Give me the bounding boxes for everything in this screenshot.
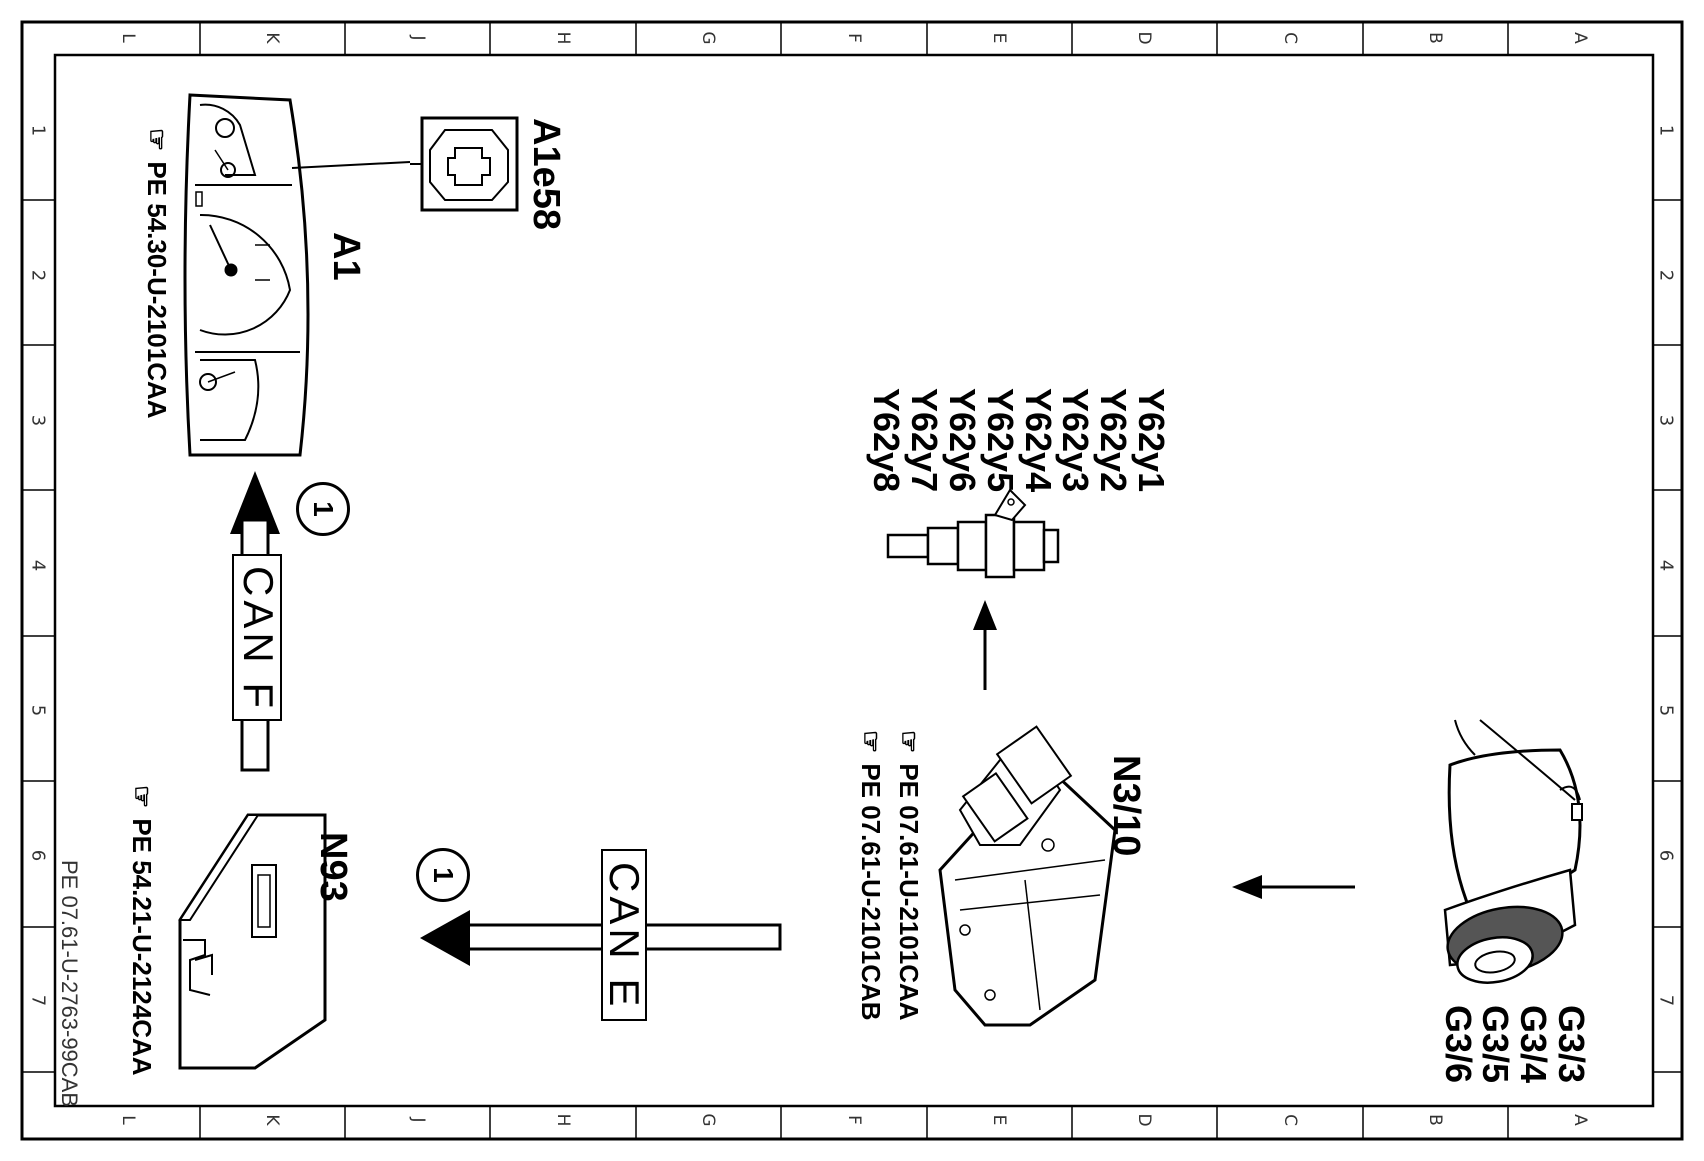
injector-label: Y62y8 (866, 388, 908, 493)
grid-column-label: H (553, 31, 573, 45)
grid-row-label: 1 (1655, 124, 1677, 137)
callout-marker: 1 (296, 482, 350, 536)
injector-label-list: Y62y1 Y62y2 Y62y3 Y62y4 Y62y5 Y62y6 Y62y… (866, 388, 1172, 493)
oxygen-sensor-graphic (1443, 719, 1583, 984)
grid-column-label: H (553, 1113, 573, 1127)
grid-column-label: L (118, 1115, 138, 1125)
grid-column-label: G (698, 1113, 718, 1127)
grid-row-label: 4 (1655, 559, 1677, 572)
inner-frame (53, 53, 1655, 1108)
grid-column-label: E (989, 32, 1009, 44)
grid-column-label: J (408, 35, 428, 41)
grid-column-label: C (1280, 32, 1300, 44)
grid-column-label: F (844, 33, 864, 43)
grid-row-label: 6 (1655, 849, 1677, 862)
callout-marker: 1 (416, 848, 470, 902)
grid-row-label: 7 (1655, 994, 1677, 1007)
grid-row-label: 2 (27, 269, 49, 282)
grid-row-label: 5 (1655, 704, 1677, 717)
can-e-label: CAN E (601, 862, 648, 1011)
oxygen-sensor-label: G3/3 (1551, 1005, 1592, 1084)
can-f-label: CAN F (235, 566, 282, 712)
grid-row-label: 7 (27, 994, 49, 1007)
injector-label: Y62y7 (904, 388, 946, 493)
grid-column-label: K (262, 1114, 282, 1126)
engine-control-unit-label: N3/10 (1105, 755, 1147, 857)
injector-label: Y62y4 (1017, 388, 1059, 493)
oxygen-sensor-label: G3/4 (1513, 1005, 1555, 1084)
grid-column-label: C (1280, 1114, 1300, 1126)
pointing-hand-icon: ☞ (142, 128, 172, 152)
grid-column-label: B (1425, 32, 1445, 44)
grid-row-label: 1 (27, 124, 49, 137)
gateway-module-graphic (178, 813, 327, 1070)
grid-row-label: 3 (1655, 414, 1677, 427)
instrument-cluster-reference: ☞ PE 54.30-U-2101CAA (142, 128, 172, 419)
grid-column-label: D (1134, 31, 1154, 45)
oxygen-sensor-label-list: G3/3 G3/4 G3/5 G3/6 (1437, 1005, 1592, 1084)
pointing-hand-icon: ☞ (856, 730, 886, 754)
outer-frame (20, 20, 1684, 1141)
pointing-hand-icon: ☞ (894, 730, 924, 754)
pointing-hand-icon: ☞ (127, 785, 157, 809)
signal-arrow-ecu-to-injector (973, 600, 997, 690)
grid-column-label: L (118, 33, 138, 43)
grid-column-label: A (1570, 1114, 1590, 1126)
grid-row-label: 4 (27, 559, 49, 572)
row-grid-ticks (22, 199, 1682, 1073)
injector-label: Y62y5 (979, 388, 1021, 493)
instrument-cluster-label: A1 (325, 232, 367, 281)
injector-label: Y62y3 (1055, 388, 1097, 493)
grid-column-label: A (1570, 32, 1590, 44)
column-grid-ticks (199, 22, 1509, 1139)
gateway-label: N93 (312, 832, 354, 902)
grid-row-label: 6 (27, 849, 49, 862)
instrument-cluster-graphic (183, 93, 411, 457)
can-f-bus-arrow (230, 471, 282, 772)
grid-row-label: 3 (27, 414, 49, 427)
grid-column-label: J (408, 1117, 428, 1123)
injector-label: Y62y6 (942, 388, 984, 493)
indicator-lamp-graphic (410, 116, 519, 212)
oxygen-sensor-label: G3/6 (1437, 1005, 1479, 1084)
grid-column-label: B (1425, 1114, 1445, 1126)
signal-arrow-sensor-to-ecu (1232, 875, 1355, 899)
indicator-lamp-label: A1e58 (525, 118, 567, 230)
can-e-bus-arrow (420, 849, 782, 1021)
grid-row-label: 5 (27, 704, 49, 717)
engine-control-unit-reference: ☞ PE 07.61-U-2101CAA (894, 730, 924, 1021)
injector-graphic (886, 488, 1060, 579)
oxygen-sensor-label: G3/5 (1475, 1005, 1517, 1084)
grid-column-label: G (698, 31, 718, 45)
gateway-reference: ☞ PE 54.21-U-2124CAA (127, 785, 157, 1076)
document-id: PE 07.61-U-2763-99CAB (57, 860, 82, 1108)
grid-column-label: F (844, 1115, 864, 1125)
injector-label: Y62y1 (1131, 388, 1172, 493)
grid-column-label: E (989, 1114, 1009, 1126)
grid-row-label: 2 (1655, 269, 1677, 282)
engine-control-unit-reference: ☞ PE 07.61-U-2101CAB (856, 730, 886, 1021)
grid-column-label: K (262, 32, 282, 44)
injector-label: Y62y2 (1093, 388, 1135, 493)
engine-control-unit-graphic (938, 725, 1117, 1027)
grid-column-label: D (1134, 1113, 1154, 1127)
